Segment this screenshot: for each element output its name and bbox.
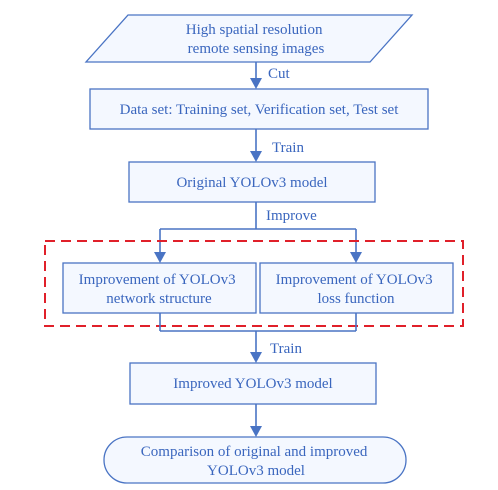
edge-cut-label: Cut <box>268 66 291 82</box>
dataset-node: Data set: Training set, Verification set… <box>89 88 429 130</box>
edge-improve: Improve <box>154 202 362 263</box>
improve-network-line-2: network structure <box>106 291 212 307</box>
edge-final-arrowhead <box>250 426 262 437</box>
dataset-text: Data set: Training set, Verification set… <box>120 102 400 118</box>
improve-network-box <box>62 262 257 314</box>
input-line-2: remote sensing images <box>188 41 325 57</box>
edge-improve-right-arrowhead <box>350 252 362 263</box>
improved-model-text: Improved YOLOv3 model <box>173 376 332 392</box>
improved-model-box <box>129 362 377 405</box>
comparison-node: Comparison of original and improved YOLO… <box>103 436 407 484</box>
input-parallelogram <box>84 14 414 63</box>
highlight-dashed-box <box>44 240 464 327</box>
edge-train-2-label: Train <box>270 341 302 357</box>
input-text: High spatial resolution remote sensing i… <box>186 22 326 57</box>
edge-cut-arrowhead <box>250 78 262 89</box>
improve-network-text: Improvement of YOLOv3 network structure <box>79 272 240 307</box>
improve-loss-line-1: Improvement of YOLOv3 <box>276 272 433 288</box>
original-model-box <box>128 161 376 203</box>
edge-train-1-arrowhead <box>250 151 262 162</box>
comparison-line-1: Comparison of original and improved <box>141 444 368 460</box>
edge-train-1: Train <box>250 129 304 162</box>
input-node: High spatial resolution remote sensing i… <box>84 14 414 63</box>
edge-improve-label: Improve <box>266 208 317 224</box>
dataset-box <box>89 88 429 130</box>
improve-loss-text: Improvement of YOLOv3 loss function <box>276 272 437 307</box>
edge-train-1-label: Train <box>272 140 304 156</box>
edge-train-2: Train <box>159 313 357 363</box>
edge-improve-left-arrowhead <box>154 252 166 263</box>
input-line-1: High spatial resolution <box>186 22 323 38</box>
original-model-node: Original YOLOv3 model <box>128 161 376 203</box>
improved-model-node: Improved YOLOv3 model <box>129 362 377 405</box>
original-model-text: Original YOLOv3 model <box>176 175 327 191</box>
comparison-line-2: YOLOv3 model <box>207 463 305 479</box>
edge-final <box>250 404 262 437</box>
comparison-terminal <box>103 436 407 484</box>
improve-loss-box <box>259 262 454 314</box>
improve-network-line-1: Improvement of YOLOv3 <box>79 272 236 288</box>
edge-train-2-arrowhead <box>250 352 262 363</box>
improve-loss-node: Improvement of YOLOv3 loss function <box>259 262 454 314</box>
edge-cut: Cut <box>250 62 291 89</box>
improve-loss-line-2: loss function <box>317 291 395 307</box>
comparison-text: Comparison of original and improved YOLO… <box>141 444 371 479</box>
improve-network-node: Improvement of YOLOv3 network structure <box>62 262 257 314</box>
